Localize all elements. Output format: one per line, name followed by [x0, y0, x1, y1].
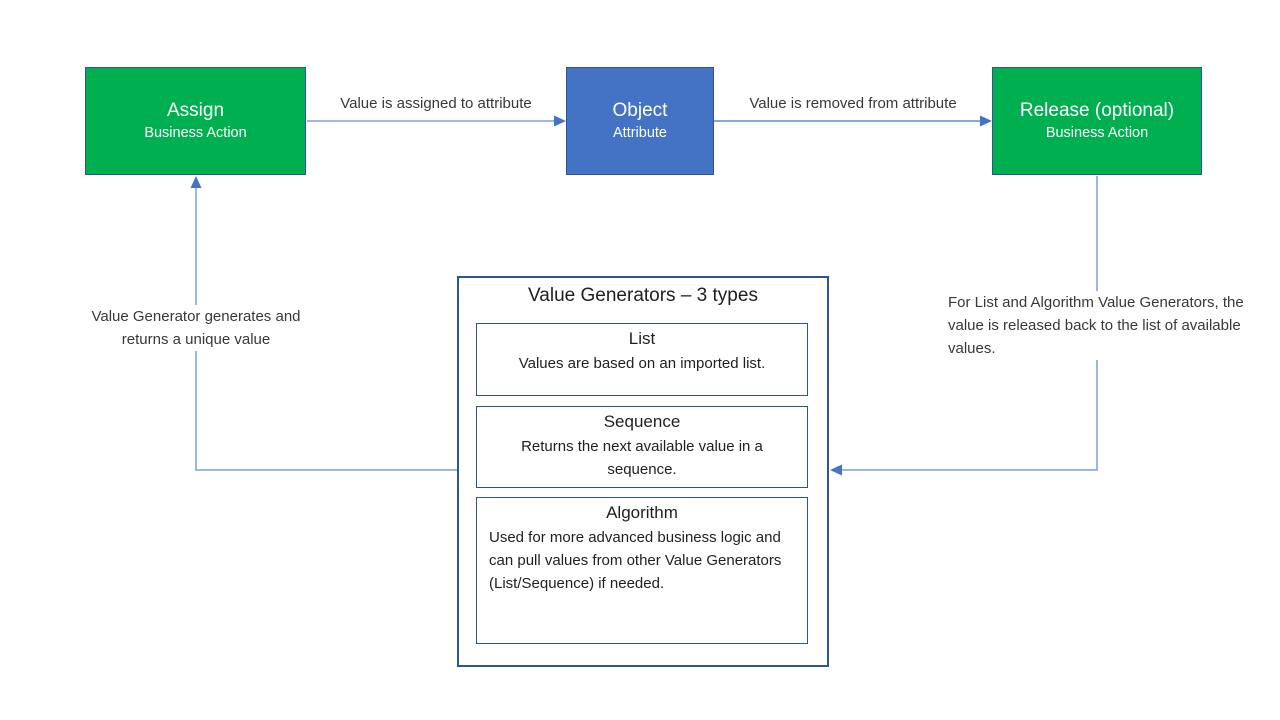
generator-algorithm-name: Algorithm: [606, 503, 678, 522]
generator-algorithm-description: Used for more advanced business logic an…: [489, 529, 782, 592]
value-generators-title: Value Generators – 3 types: [528, 285, 758, 306]
generator-sequence-description: Returns the next available value in a se…: [521, 438, 763, 478]
edge-label-assign-to-object: Value is assigned to attribute: [340, 95, 532, 112]
arrowhead-right-icon: [980, 115, 992, 127]
arrow-generators-to-assign: [190, 176, 457, 471]
arrow-object-to-release: [714, 115, 992, 127]
node-object: Object Attribute: [566, 67, 714, 175]
note-value-generator: Value Generator generates and returns a …: [88, 305, 304, 351]
value-generators-box: Value Generators – 3 types List Values a…: [457, 276, 829, 667]
node-release: Release (optional) Business Action: [992, 67, 1202, 175]
generator-sequence-name: Sequence: [603, 412, 681, 431]
generator-list-name: List: [628, 329, 656, 348]
generator-item-algorithm: Algorithm Used for more advanced busines…: [476, 497, 808, 644]
node-release-title: Release (optional): [1019, 100, 1175, 121]
node-object-subtitle: Attribute: [613, 125, 667, 141]
arrow-assign-to-object: [307, 115, 566, 127]
edge-label-object-to-release: Value is removed from attribute: [749, 95, 957, 112]
arrowhead-left-icon: [830, 464, 842, 476]
note-release-back: For List and Algorithm Value Generators,…: [948, 291, 1246, 360]
arrowhead-up-icon: [190, 176, 202, 188]
generator-item-sequence: Sequence Returns the next available valu…: [476, 406, 808, 488]
arrowhead-right-icon: [554, 115, 566, 127]
node-object-title: Object: [612, 100, 668, 121]
node-assign-subtitle: Business Action: [144, 125, 247, 141]
node-assign: Assign Business Action: [85, 67, 306, 175]
arrow-release-to-generators: [830, 176, 1098, 476]
node-release-subtitle: Business Action: [1045, 125, 1149, 141]
generator-list-description: Values are based on an imported list.: [518, 355, 766, 372]
generator-item-list: List Values are based on an imported lis…: [476, 323, 808, 396]
node-assign-title: Assign: [166, 100, 225, 121]
